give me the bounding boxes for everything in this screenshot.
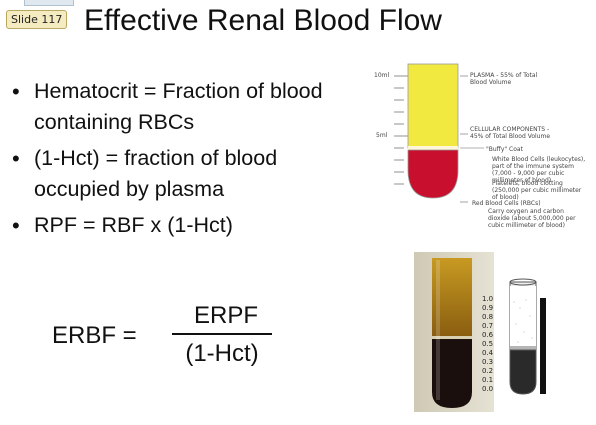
top-decoration [24, 0, 74, 6]
scale-tick-label: 0.2 [482, 367, 494, 375]
bullet-list: Hematocrit = Fraction of blood containin… [8, 76, 348, 246]
slide-title: Effective Renal Blood Flow [84, 4, 442, 37]
scale-tick-label: 0.1 [482, 376, 494, 384]
slide-number-badge: Slide 117 [6, 10, 68, 29]
scale-tick-label: 0.8 [482, 313, 494, 321]
scale-label-mid: 5ml [376, 132, 388, 139]
hematocrit-scale-tube: 1.0 0.9 0.8 0.7 0.6 0.5 0.4 0.3 0.2 0.1 … [478, 272, 548, 400]
buffy-coat-label: "Buffy" Coat [486, 146, 523, 153]
centrifuged-blood-photo [414, 252, 494, 412]
blood-sample-photo-illustration [414, 252, 494, 412]
scale-tick-label: 0.0 [482, 385, 494, 393]
formula-denominator: (1-Hct) [185, 340, 259, 367]
scale-tick-label: 1.0 [482, 295, 494, 303]
bullet-item: Hematocrit = Fraction of blood containin… [8, 76, 348, 138]
rbc-description: Carry oxygen and carbon dioxide (about 5… [488, 208, 576, 229]
cellular-components-label: CELLULAR COMPONENTS - 45% of Total Blood… [470, 126, 551, 140]
blood-composition-diagram: 10ml 5ml PLASMA - 55% of Total Blood Vol… [364, 58, 594, 240]
scale-tick-label: 0.3 [482, 358, 494, 366]
scale-tick-label: 0.6 [482, 331, 494, 339]
scale-tick-label: 0.4 [482, 349, 494, 357]
scale-label-top: 10ml [374, 72, 390, 79]
scale-tick-label: 0.9 [482, 304, 494, 312]
bullet-item: RPF = RBF x (1-Hct) [8, 210, 348, 241]
rbc-label: Red Blood Cells (RBCs) [472, 200, 541, 207]
platelets-label: Platelets, blood clotting (250,000 per c… [492, 180, 582, 201]
fraction-bar [172, 333, 272, 335]
formula-lhs: ERBF = [52, 322, 137, 349]
bullet-item: (1-Hct) = fraction of blood occupied by … [8, 143, 348, 205]
plasma-label: PLASMA - 55% of Total Blood Volume [470, 72, 538, 86]
erbf-formula: ERBF = ERPF (1-Hct) [52, 300, 282, 380]
blood-tube-illustration [394, 63, 484, 203]
scale-tick-label: 0.5 [482, 340, 494, 348]
scale-tick-label: 0.7 [482, 322, 494, 330]
formula-numerator: ERPF [193, 302, 258, 329]
wbc-label: White Blood Cells (leukocytes), part of … [492, 156, 586, 184]
graduated-tube-illustration [509, 278, 546, 395]
